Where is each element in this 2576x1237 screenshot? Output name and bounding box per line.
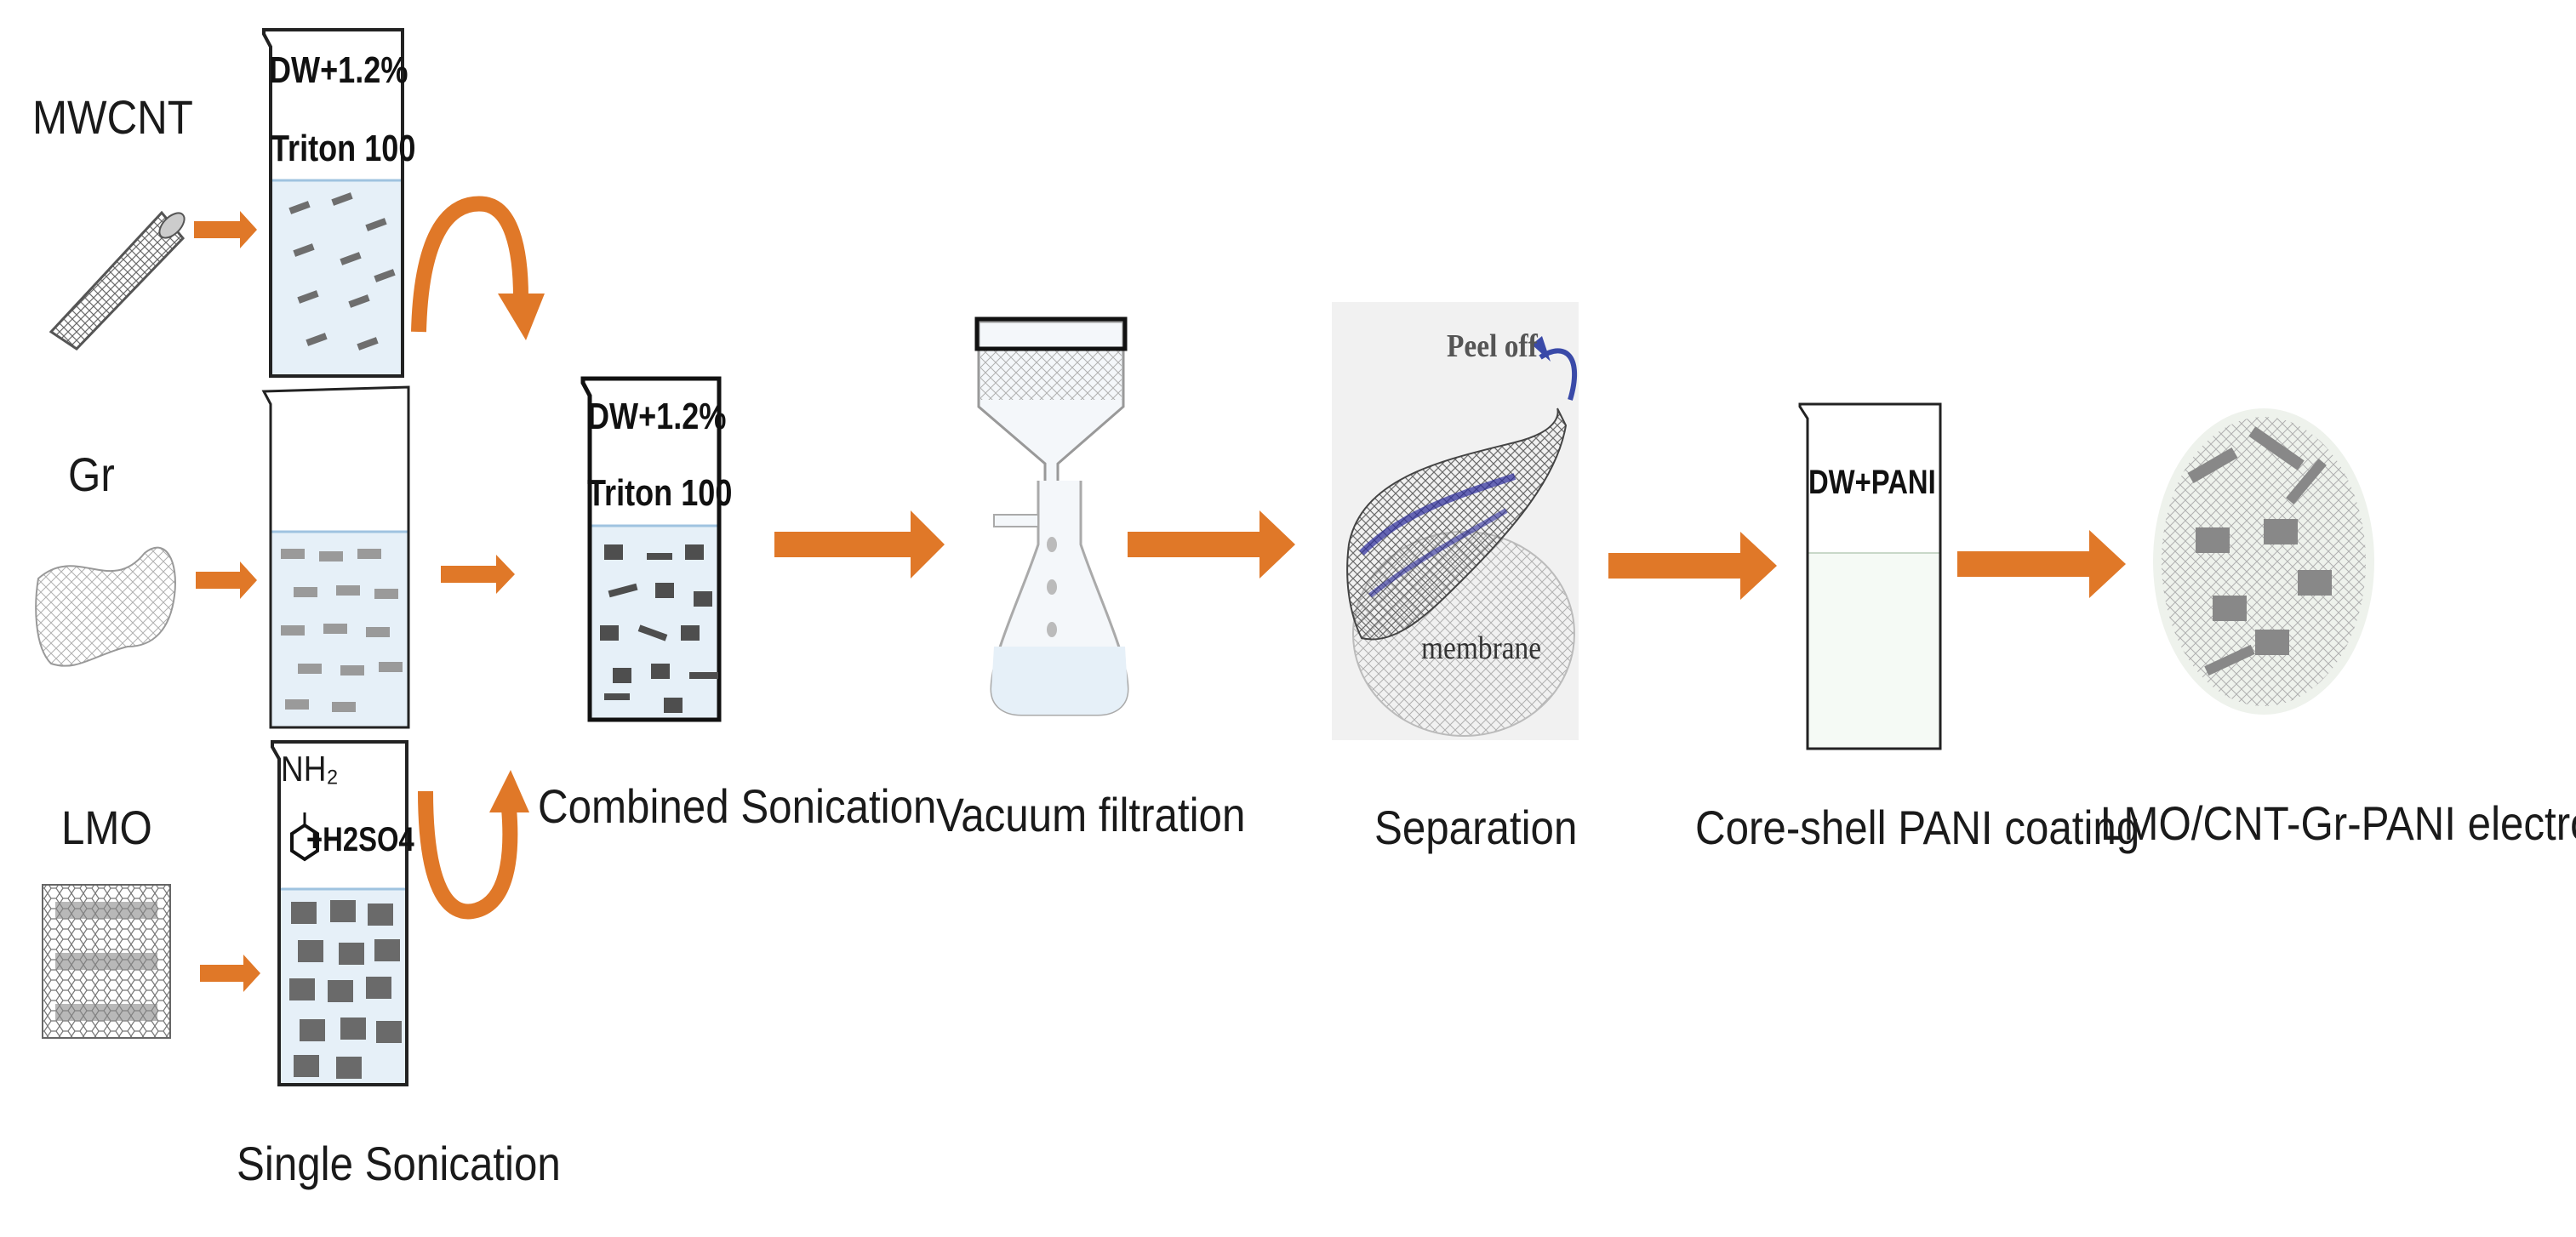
- middle-small-arrow: [441, 555, 515, 594]
- lmo-label: LMO: [61, 801, 152, 854]
- pani-beaker: [1798, 402, 1942, 750]
- single-sonication-label: Single Sonication: [237, 1137, 561, 1190]
- graphene-sheet-image: [35, 546, 176, 667]
- lmo-beaker-nh2: NH₂: [281, 749, 339, 789]
- combined-beaker-line2: Triton 100: [587, 472, 733, 514]
- mwcnt-label: MWCNT: [32, 90, 193, 144]
- electrode-image: [2153, 408, 2374, 715]
- arrow-to-coating: [1608, 532, 1777, 600]
- arrow-to-filtration: [774, 510, 945, 579]
- arrow-to-separation: [1128, 510, 1295, 579]
- lmo-crystal-image: [42, 884, 171, 1039]
- membrane-label: membrane: [1421, 630, 1542, 666]
- mwcnt-tube-image: [49, 210, 186, 351]
- graphene-beaker: [261, 385, 410, 729]
- peel-off-label: Peel off: [1447, 328, 1538, 364]
- separation-label: Separation: [1374, 801, 1578, 854]
- arrow-to-electrode: [1957, 530, 2126, 598]
- input-arrows: [194, 211, 260, 992]
- mwcnt-beaker: [262, 28, 404, 378]
- vacuum-filtration-label: Vacuum filtration: [936, 788, 1246, 841]
- combined-beaker: [580, 376, 722, 722]
- combined-sonication-label: Combined Sonication: [538, 779, 937, 833]
- lmo-beaker: [271, 740, 408, 1086]
- gr-label: Gr: [68, 447, 115, 501]
- combined-beaker-line1: DW+1.2%: [587, 396, 727, 437]
- curved-arrow-bottom: [418, 770, 529, 920]
- separation-image: [1332, 302, 1579, 740]
- vacuum-flask: [974, 316, 1129, 716]
- electrode-label: LMO/CNT-Gr-PANI electrode: [2100, 796, 2576, 850]
- process-arrows: [774, 510, 2126, 600]
- mwcnt-beaker-line1: DW+1.2%: [269, 49, 408, 91]
- core-shell-label: Core-shell PANI coating: [1695, 801, 2140, 854]
- mwcnt-beaker-line2: Triton 100: [271, 128, 416, 169]
- pani-beaker-label: DW+PANI: [1808, 464, 1936, 501]
- lmo-beaker-h2so4: +H2SO4: [306, 821, 414, 858]
- curved-arrow-top: [411, 196, 545, 340]
